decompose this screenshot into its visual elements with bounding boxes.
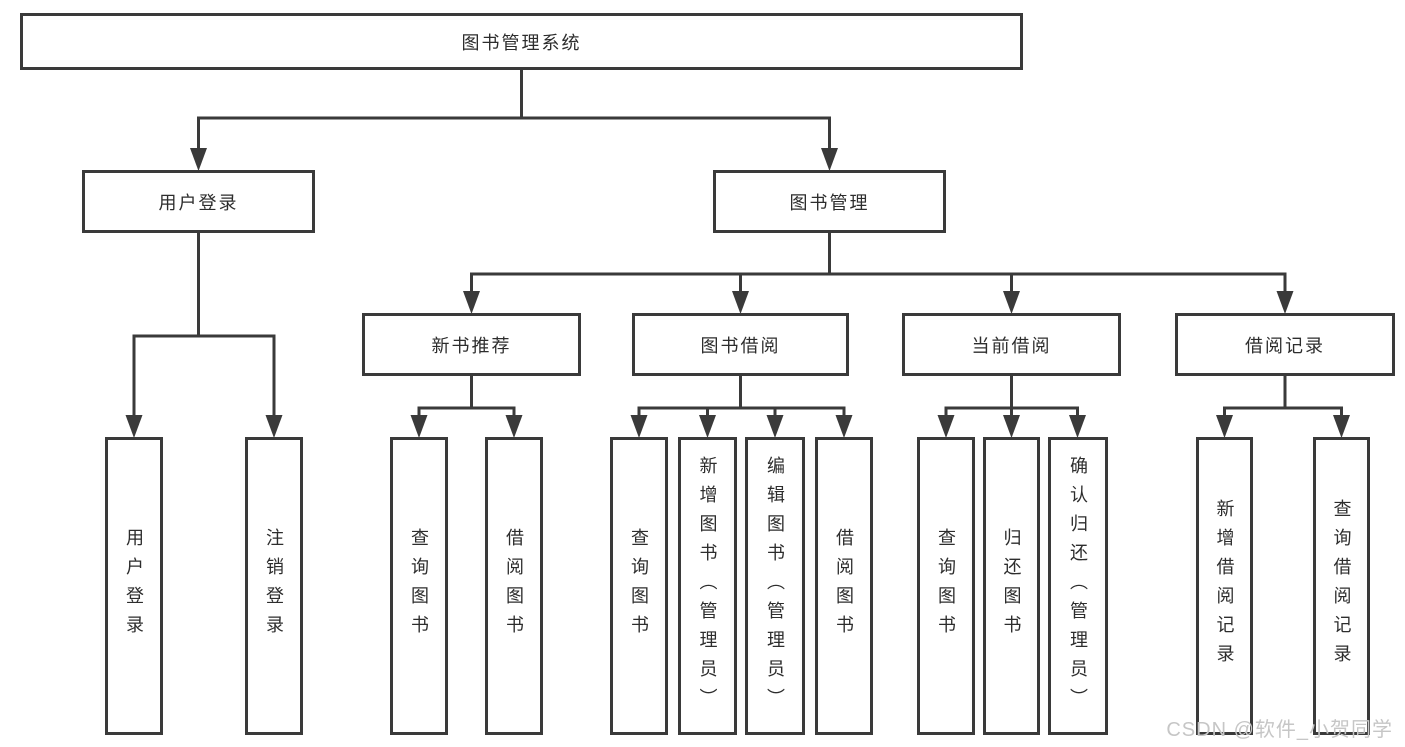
leaf-query-book-recommend-label: 查询图书 <box>409 528 429 644</box>
leaf-add-book-admin: 新增图书（管理员） <box>678 437 737 735</box>
arrowhead-down-icon <box>125 415 143 438</box>
arrowhead-down-icon <box>699 415 716 438</box>
node-user-login: 用户登录 <box>82 170 315 233</box>
leaf-borrow-book-recommend-label: 借阅图书 <box>504 528 524 644</box>
arrowhead-down-icon <box>1333 415 1350 438</box>
arrowhead-down-icon <box>732 291 749 314</box>
leaf-query-book-borrow: 查询图书 <box>610 437 668 735</box>
arrowhead-down-icon <box>1276 291 1294 314</box>
arrowhead-down-icon <box>835 415 853 438</box>
arrowhead-down-icon <box>410 415 428 438</box>
leaf-query-book-borrow-label: 查询图书 <box>629 528 649 644</box>
leaf-borrow-book-recommend: 借阅图书 <box>485 437 543 735</box>
arrowhead-down-icon <box>1003 415 1020 438</box>
leaf-edit-book-admin-label: 编辑图书（管理员） <box>765 455 785 717</box>
leaf-query-borrow-record-label: 查询借阅记录 <box>1331 499 1352 673</box>
node-book-borrow: 图书借阅 <box>632 313 849 376</box>
arrowhead-down-icon <box>463 291 480 314</box>
leaf-user-login: 用户登录 <box>105 437 163 735</box>
node-new-book-recommend: 新书推荐 <box>362 313 581 376</box>
leaf-edit-book-admin: 编辑图书（管理员） <box>745 437 805 735</box>
arrowhead-down-icon <box>1003 291 1020 314</box>
leaf-return-book: 归还图书 <box>983 437 1040 735</box>
node-root-label: 图书管理系统 <box>461 32 582 53</box>
csdn-watermark: CSDN @软件_小贺同学 <box>1166 719 1393 741</box>
leaf-logout: 注销登录 <box>245 437 303 735</box>
node-book-management-label: 图书管理 <box>789 192 870 213</box>
arrowhead-down-icon <box>1216 415 1233 438</box>
node-user-login-label: 用户登录 <box>158 192 239 213</box>
node-current-borrow: 当前借阅 <box>902 313 1121 376</box>
leaf-query-book-current: 查询图书 <box>917 437 975 735</box>
connector-root <box>190 70 838 171</box>
connector-new-book-rec <box>410 376 523 438</box>
leaf-add-book-admin-label: 新增图书（管理员） <box>697 455 718 717</box>
leaf-query-book-recommend: 查询图书 <box>390 437 448 735</box>
leaf-query-borrow-record: 查询借阅记录 <box>1313 437 1370 735</box>
arrowhead-down-icon <box>1069 415 1086 438</box>
leaf-add-borrow-record: 新增借阅记录 <box>1196 437 1253 735</box>
node-borrow-records-label: 借阅记录 <box>1245 335 1325 356</box>
arrowhead-down-icon <box>265 415 283 438</box>
arrowhead-down-icon <box>766 415 784 438</box>
arrowhead-down-icon <box>821 148 838 171</box>
node-borrow-records: 借阅记录 <box>1175 313 1395 376</box>
leaf-borrow-book: 借阅图书 <box>815 437 873 735</box>
arrowhead-down-icon <box>505 415 523 438</box>
leaf-add-borrow-record-label: 新增借阅记录 <box>1214 499 1235 673</box>
leaf-logout-label: 注销登录 <box>264 528 284 644</box>
connector-borrow-records <box>1216 376 1350 438</box>
arrowhead-down-icon <box>190 148 207 171</box>
connector-book-mgmt <box>463 233 1294 314</box>
node-new-book-recommend-label: 新书推荐 <box>431 335 512 356</box>
connector-user-login <box>125 233 283 438</box>
connector-current-borrow <box>937 376 1086 438</box>
leaf-query-book-current-label: 查询图书 <box>936 528 956 644</box>
leaf-borrow-book-label: 借阅图书 <box>834 528 854 644</box>
leaf-return-book-label: 归还图书 <box>1001 528 1022 644</box>
node-current-borrow-label: 当前借阅 <box>971 335 1052 356</box>
node-book-management: 图书管理 <box>713 170 946 233</box>
leaf-confirm-return-admin: 确认归还（管理员） <box>1048 437 1108 735</box>
node-root: 图书管理系统 <box>20 13 1023 70</box>
connector-book-borrow <box>630 376 853 438</box>
leaf-user-login-label: 用户登录 <box>124 528 144 644</box>
arrowhead-down-icon <box>937 415 955 438</box>
node-book-borrow-label: 图书借阅 <box>700 335 781 356</box>
arrowhead-down-icon <box>630 415 648 438</box>
leaf-confirm-return-admin-label: 确认归还（管理员） <box>1068 455 1088 717</box>
